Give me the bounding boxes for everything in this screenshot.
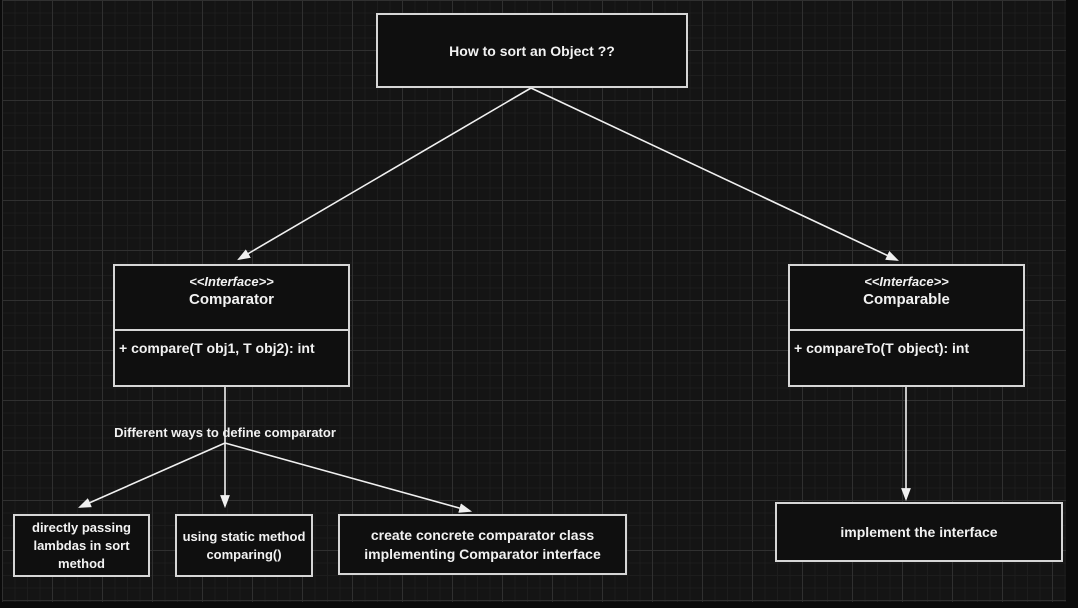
comparable-divider bbox=[790, 329, 1023, 331]
branch-label: Different ways to define comparator bbox=[114, 425, 336, 440]
comparable-interface-node[interactable]: <<Interface>> Comparable + compareTo(T o… bbox=[788, 264, 1025, 387]
implement-interface-node[interactable]: implement the interface bbox=[775, 502, 1063, 562]
comparator-interface-node[interactable]: <<Interface>> Comparator + compare(T obj… bbox=[113, 264, 350, 387]
comparator-method: + compare(T obj1, T obj2): int bbox=[119, 340, 315, 356]
root-node[interactable]: How to sort an Object ?? bbox=[376, 13, 688, 88]
comparable-header: <<Interface>> Comparable bbox=[790, 266, 1023, 329]
comparator-stereotype: <<Interface>> bbox=[189, 274, 274, 289]
option-lambda-label: directly passing lambdas in sort method bbox=[32, 519, 131, 571]
option-comparing-label: using static method comparing() bbox=[182, 528, 306, 562]
option-comparing-node[interactable]: using static method comparing() bbox=[175, 514, 313, 577]
implement-interface-label: implement the interface bbox=[840, 524, 998, 540]
comparable-stereotype: <<Interface>> bbox=[864, 274, 949, 289]
option-lambda-node[interactable]: directly passing lambdas in sort method bbox=[13, 514, 150, 577]
comparator-header: <<Interface>> Comparator bbox=[115, 266, 348, 329]
comparable-name: Comparable bbox=[863, 291, 950, 308]
comparable-method: + compareTo(T object): int bbox=[794, 340, 970, 356]
root-node-label: How to sort an Object ?? bbox=[449, 42, 615, 59]
option-concrete-class-label: create concrete comparator class impleme… bbox=[364, 526, 601, 562]
comparator-divider bbox=[115, 329, 348, 331]
comparator-name: Comparator bbox=[188, 291, 274, 308]
option-concrete-class-node[interactable]: create concrete comparator class impleme… bbox=[338, 514, 627, 575]
